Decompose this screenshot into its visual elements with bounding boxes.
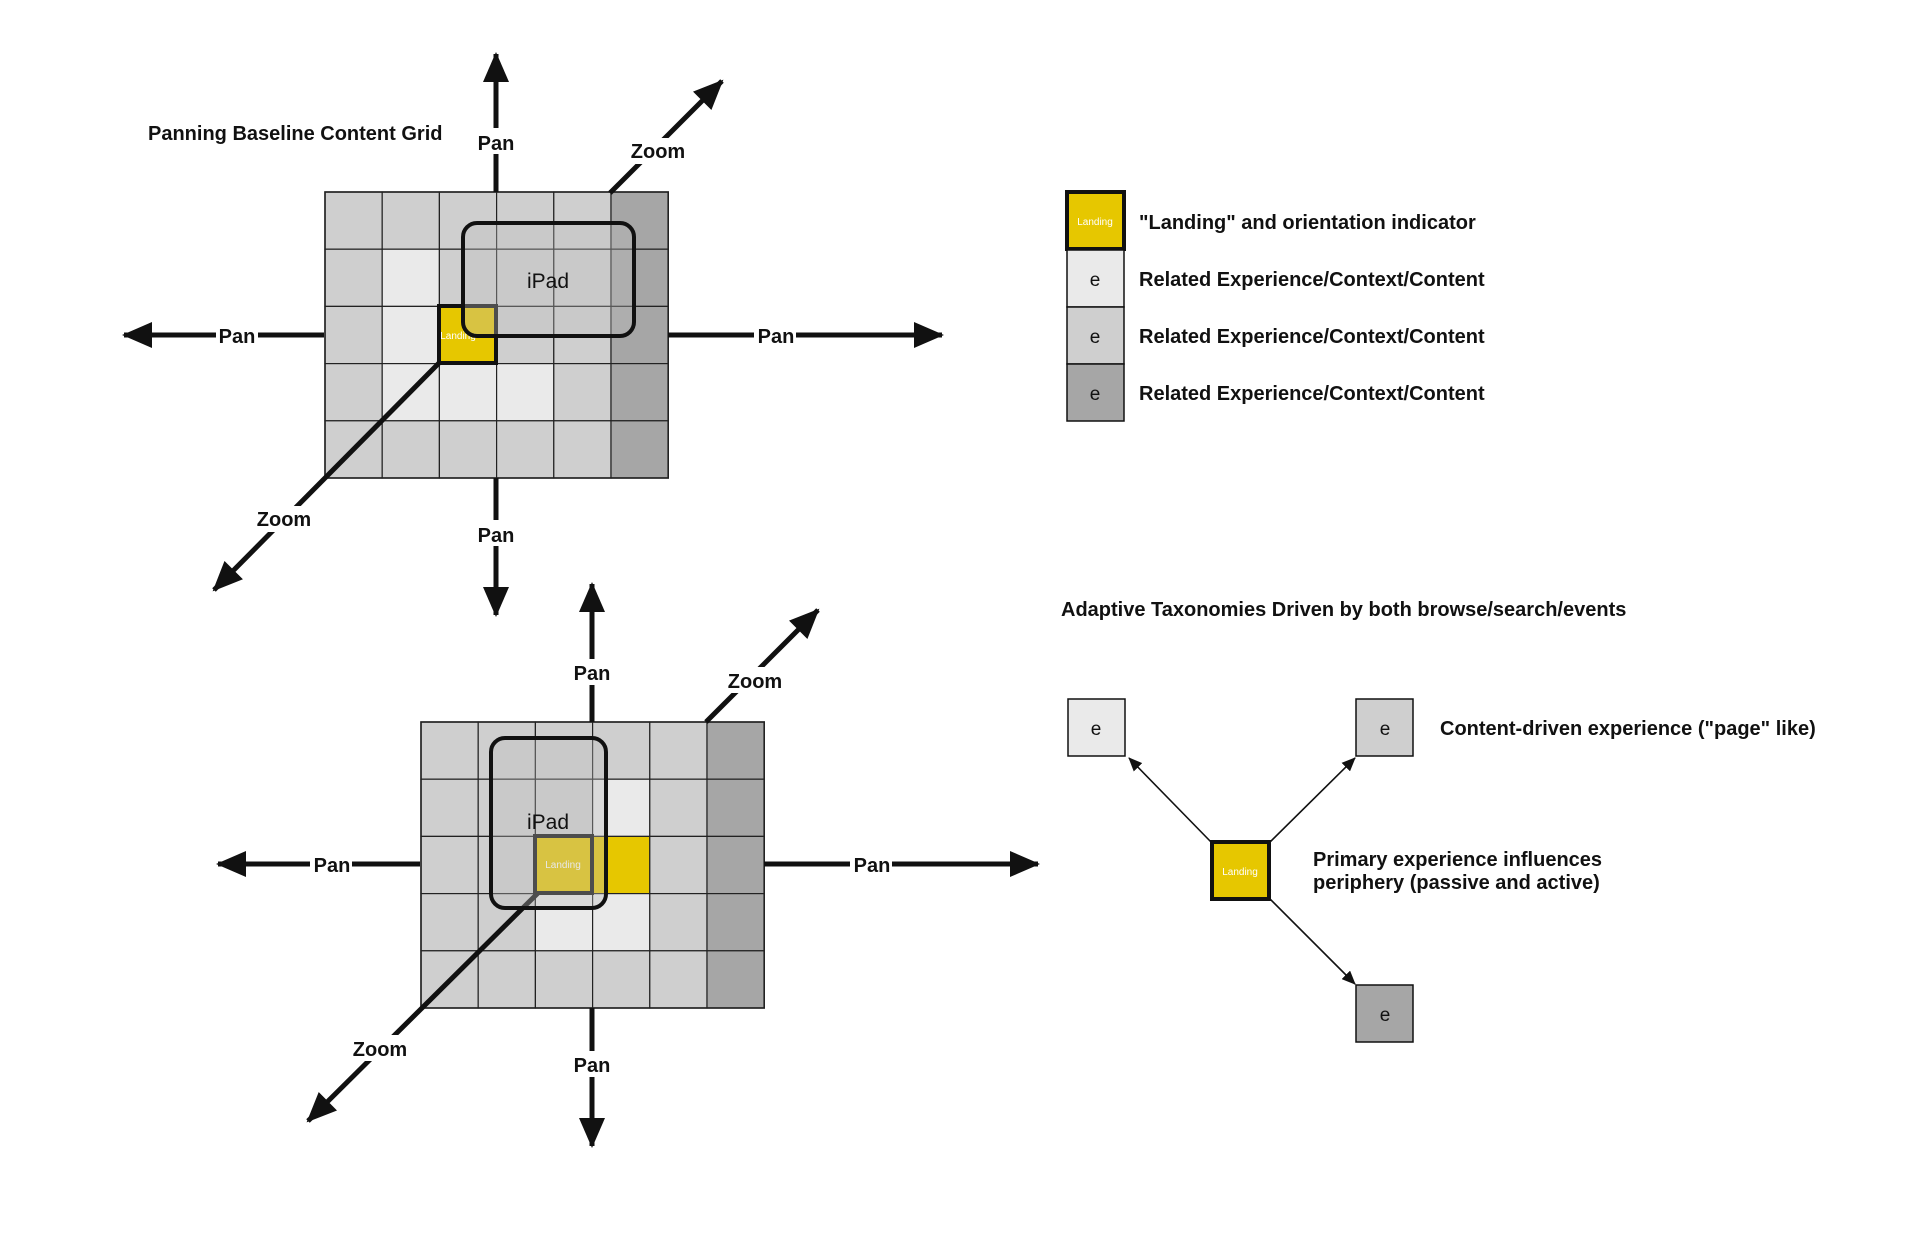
- top-grid: [324, 191, 670, 479]
- grid-cell: [381, 305, 441, 365]
- bottom-pan-up-label: Pan: [574, 663, 611, 685]
- grid-cell: [496, 248, 555, 307]
- bottom-ipad-viewport: iPad: [489, 736, 608, 910]
- grid-cell: [381, 191, 441, 250]
- legend-label: "Landing" and orientation indicator: [1139, 212, 1476, 234]
- taxonomy-node-top-right: e: [1355, 698, 1414, 757]
- legend-item-dark: e Related Experience/Context/Content: [1066, 363, 1485, 422]
- legend-item-light: e Related Experience/Context/Content: [1066, 249, 1485, 308]
- legend-swatch-yellow: [1065, 190, 1126, 251]
- grid-cell: [591, 950, 651, 1009]
- bottom-pan-right-label: Pan: [854, 855, 891, 877]
- grid-cell: [381, 248, 441, 307]
- bottom-pan-down-label: Pan: [574, 1055, 611, 1077]
- taxonomy-connectors: [1128, 757, 1356, 985]
- legend-swatch-text: Landing: [1077, 217, 1113, 228]
- legend-item-medium: e Related Experience/Context/Content: [1066, 306, 1485, 365]
- grid-cell: [553, 420, 612, 479]
- top-pan-right-label: Pan: [758, 326, 795, 348]
- legend-label: Related Experience/Context/Content: [1139, 383, 1485, 405]
- legend-swatch-light: [1066, 249, 1125, 308]
- bottom-pan-left-label: Pan: [314, 855, 351, 877]
- taxonomy-title: Adaptive Taxonomies Driven by both brows…: [1061, 599, 1626, 621]
- top-zoom-out-arrow: [608, 79, 724, 195]
- grid-cell: [649, 835, 708, 895]
- legend-swatch-text: e: [1090, 270, 1101, 291]
- grid-cell: [610, 420, 669, 479]
- top-zoom-in-arrow: [212, 360, 442, 592]
- top-pan-left-label: Pan: [219, 326, 256, 348]
- grid-cell: [438, 363, 498, 422]
- grid-cell: [496, 363, 555, 422]
- svg-text:e: e: [1091, 719, 1102, 740]
- top-ipad-label: iPad: [527, 270, 569, 293]
- taxonomy-node-bottom-right: e: [1355, 984, 1414, 1043]
- grid-cell: [610, 363, 669, 422]
- legend-label: Related Experience/Context/Content: [1139, 269, 1485, 291]
- top-pan-down-label: Pan: [478, 525, 515, 547]
- content-driven-label: Content-driven experience ("page" like): [1440, 718, 1816, 740]
- bottom-zoom-out-arrow: [704, 608, 820, 724]
- connector-to-top-right: [1269, 757, 1356, 843]
- svg-text:e: e: [1380, 719, 1391, 740]
- connector-to-top-left: [1128, 757, 1212, 843]
- top-ipad-viewport: iPad: [461, 221, 636, 338]
- svg-text:Landing: Landing: [1222, 867, 1258, 878]
- grid-cell: [534, 950, 594, 1009]
- bottom-landing-cell: Landing: [533, 834, 594, 895]
- grid-cell: [534, 778, 594, 838]
- primary-experience-line1: Primary experience influences: [1313, 849, 1602, 871]
- grid-cell: [649, 892, 708, 952]
- grid-cell: [324, 191, 383, 250]
- grid-cell: [496, 420, 555, 479]
- grid-cell: [706, 835, 765, 895]
- grid-cell: [706, 721, 765, 780]
- grid-cell: [420, 892, 479, 952]
- bottom-ipad-label: iPad: [527, 811, 569, 834]
- grid-cell: [610, 191, 669, 250]
- grid-cell: [591, 835, 651, 895]
- top-zoom-in-label: Zoom: [257, 509, 311, 531]
- grid-cell: [420, 721, 479, 780]
- bottom-zoom-in-arrow: [306, 891, 540, 1123]
- legend-item-landing: Landing "Landing" and orientation indica…: [1065, 190, 1476, 251]
- bottom-zoom-in-label: Zoom: [353, 1039, 407, 1061]
- grid-cell: [324, 248, 383, 307]
- grid-cell: [324, 305, 383, 365]
- top-landing-text: Landing: [440, 331, 476, 342]
- top-pan-up-label: Pan: [478, 133, 515, 155]
- grid-cell: [324, 363, 383, 422]
- grid-cell: [706, 950, 765, 1009]
- grid-cell: [649, 950, 708, 1009]
- diagram-title: Panning Baseline Content Grid: [148, 123, 442, 145]
- grid-cell: [706, 778, 765, 838]
- top-zoom-out-label: Zoom: [631, 141, 685, 163]
- legend-swatch-dark: [1066, 363, 1125, 422]
- grid-cell: [553, 363, 612, 422]
- grid-cell: [420, 835, 479, 895]
- grid-cell: [438, 420, 498, 479]
- legend-swatch-text: e: [1090, 384, 1101, 405]
- grid-cell: [477, 950, 537, 1009]
- svg-text:e: e: [1380, 1005, 1391, 1026]
- bottom-landing-text: Landing: [545, 860, 581, 871]
- grid-cell: [649, 721, 708, 780]
- grid-cell: [706, 892, 765, 952]
- grid-cell: [420, 778, 479, 838]
- grid-cell: [610, 248, 669, 307]
- primary-experience-line2: periphery (passive and active): [1313, 872, 1600, 894]
- taxonomy-node-top-left: e: [1067, 698, 1126, 757]
- grid-cell: [649, 778, 708, 838]
- bottom-zoom-out-label: Zoom: [728, 671, 782, 693]
- legend-swatch-text: e: [1090, 327, 1101, 348]
- legend-label: Related Experience/Context/Content: [1139, 326, 1485, 348]
- legend: Landing "Landing" and orientation indica…: [1065, 190, 1485, 422]
- connector-to-bottom-right: [1269, 898, 1356, 985]
- grid-cell: [381, 420, 441, 479]
- taxonomy-landing-node: Landing: [1210, 840, 1271, 901]
